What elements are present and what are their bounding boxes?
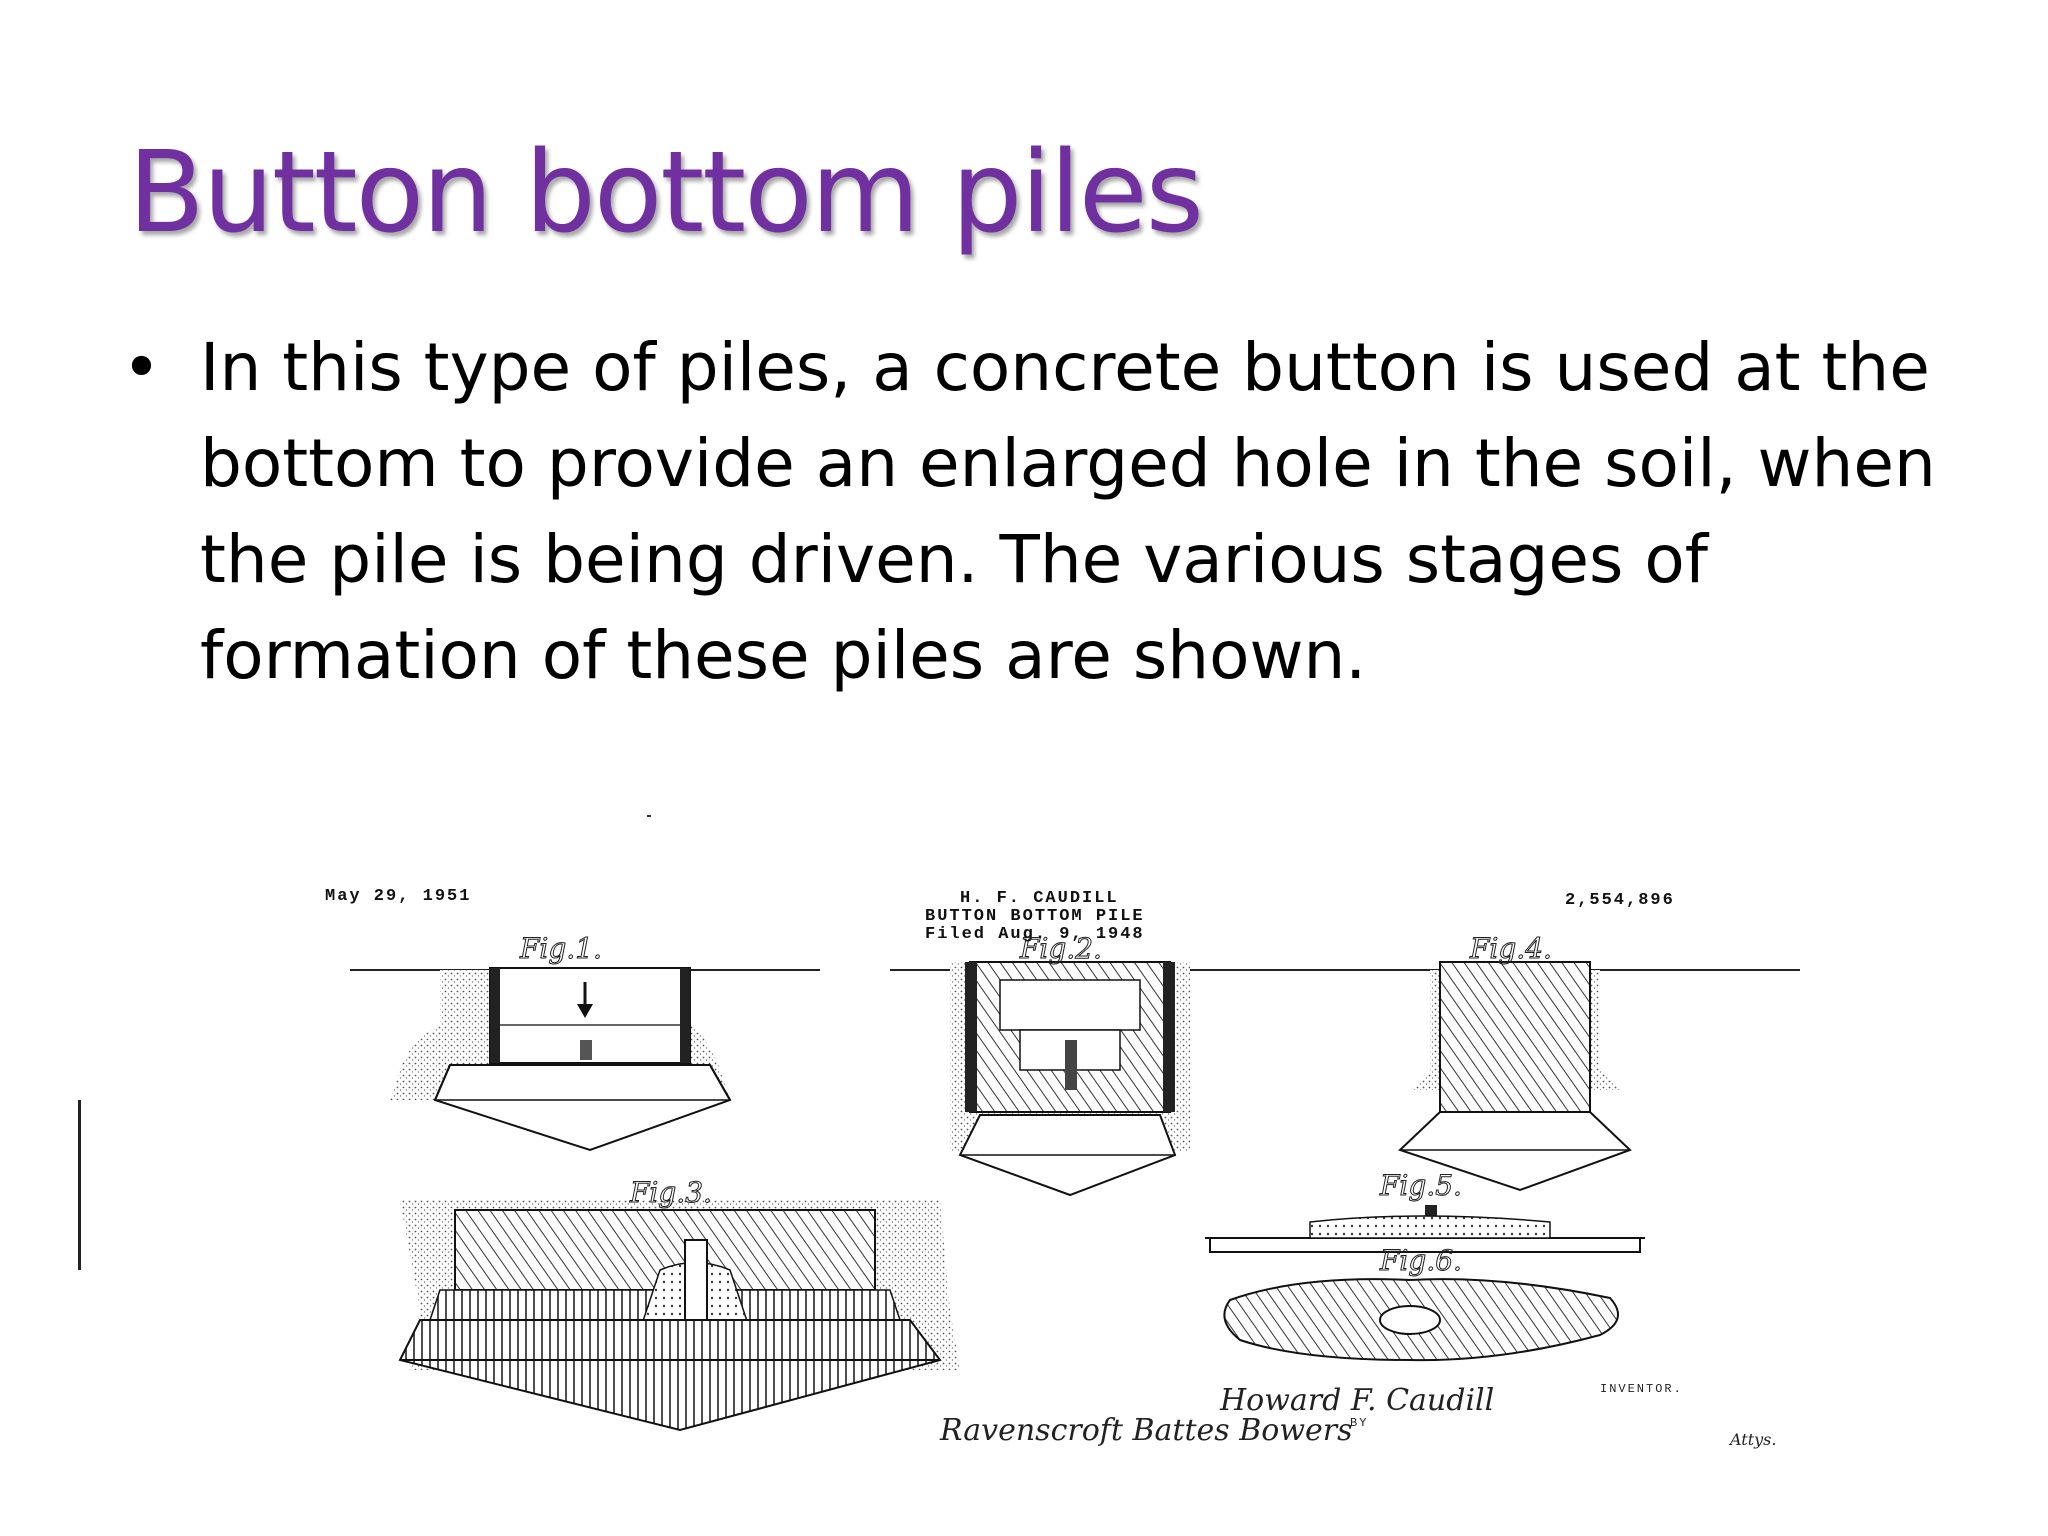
by-label: BY — [1350, 1416, 1368, 1430]
fig2-label: Fig.2. — [1019, 932, 1102, 965]
bullet-marker: • — [122, 329, 161, 406]
fig5-drawing — [1205, 1205, 1645, 1253]
bullet-text: In this type of piles, a concrete button… — [200, 329, 1936, 694]
fig5-label: Fig.5. — [1379, 1169, 1462, 1202]
fig4-label: Fig.4. — [1469, 932, 1552, 965]
slide-title: Button bottom piles — [128, 128, 1204, 258]
fig6-drawing — [1223, 1278, 1619, 1362]
patent-drawing: May 29, 1951 H. F. CAUDILL BUTTON BOTTOM… — [300, 870, 1860, 1450]
attorneys-label: Attys. — [1728, 1430, 1776, 1449]
fig3-label: Fig.3. — [629, 1176, 712, 1209]
patent-filed-date: Filed Aug. 9, 1948 — [925, 925, 1145, 944]
patent-drawing-svg: May 29, 1951 H. F. CAUDILL BUTTON BOTTOM… — [325, 887, 1800, 1449]
bullet-item: • In this type of piles, a concrete butt… — [118, 320, 1938, 704]
patent-inventor-name: H. F. CAUDILL — [960, 889, 1119, 908]
patent-invention-title: BUTTON BOTTOM PILE — [925, 907, 1145, 926]
fig2-drawing — [890, 961, 1280, 1197]
fig3-drawing — [398, 1200, 960, 1432]
inventor-label: INVENTOR. — [1600, 1382, 1683, 1396]
bullet-list: • In this type of piles, a concrete butt… — [118, 320, 1938, 704]
attorneys-signature: Ravenscroft Battes Bowers — [939, 1413, 1353, 1448]
fig1-drawing — [350, 967, 820, 1152]
fig6-label: Fig.6. — [1379, 1244, 1462, 1277]
patent-date: May 29, 1951 — [325, 887, 471, 906]
scan-artifact-line — [78, 1100, 81, 1270]
patent-number: 2,554,896 — [1565, 891, 1675, 910]
fig1-label: Fig.1. — [519, 932, 602, 965]
scan-artifact-dot — [647, 815, 651, 817]
fig4-drawing — [1280, 961, 1800, 1192]
inventor-signature: Howard F. Caudill — [1219, 1383, 1494, 1418]
